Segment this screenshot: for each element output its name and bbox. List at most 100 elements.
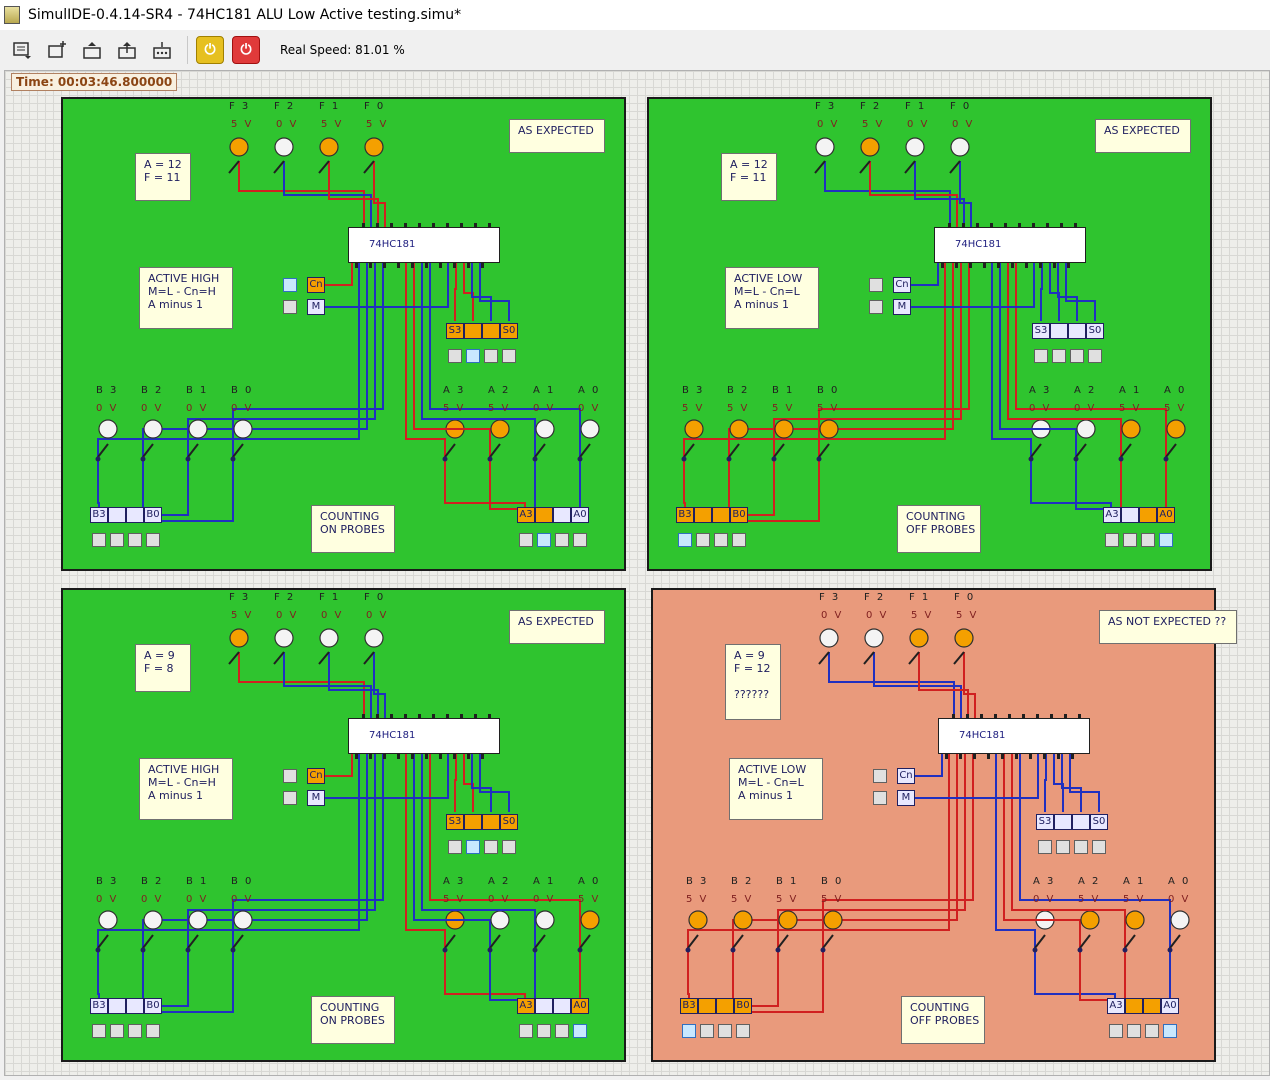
s-probe — [1088, 349, 1102, 363]
a-probe — [1141, 533, 1155, 547]
f-switch[interactable] — [319, 628, 339, 648]
a-label: A 3 — [1029, 385, 1052, 396]
chip-name: 74HC181 — [955, 239, 1002, 250]
chip-pin — [969, 263, 972, 268]
f-switch[interactable] — [909, 628, 929, 648]
chip-pin — [1046, 223, 1049, 228]
b-switch[interactable] — [778, 910, 798, 930]
circuit-menu-icon[interactable] — [9, 37, 35, 63]
chip-pin — [481, 754, 484, 759]
f-wire — [328, 652, 379, 718]
chip-pin — [945, 754, 948, 759]
f-switch[interactable] — [954, 628, 974, 648]
f-switch[interactable] — [950, 137, 970, 157]
chip-pin — [383, 263, 386, 268]
b-switch[interactable] — [188, 910, 208, 930]
b-switch[interactable] — [819, 419, 839, 439]
counting-note: COUNTING ON PROBES — [311, 996, 395, 1044]
f-voltage: 5 V — [231, 610, 254, 621]
a-switch[interactable] — [1125, 910, 1145, 930]
b-switch[interactable] — [233, 910, 253, 930]
b-wire — [142, 754, 368, 950]
f-switch[interactable] — [364, 628, 384, 648]
a-wire — [413, 263, 491, 459]
b-switch[interactable] — [98, 910, 118, 930]
open-file-icon[interactable] — [79, 37, 105, 63]
b-switch[interactable] — [188, 419, 208, 439]
real-speed-readout: Real Speed: 81.01 % — [280, 43, 405, 57]
a-switch[interactable] — [1170, 910, 1190, 930]
a-wire — [1015, 263, 1167, 459]
chip-pin — [1029, 754, 1032, 759]
a-label: A 2 — [488, 385, 511, 396]
alu-chip[interactable]: 74HC181 — [348, 714, 500, 759]
pause-button[interactable]: ⏻ — [196, 36, 224, 64]
f-voltage: 0 V — [821, 610, 844, 621]
b-switch[interactable] — [774, 419, 794, 439]
s-indicator — [1068, 323, 1086, 339]
a-wire — [1011, 754, 1126, 950]
b-wire — [97, 263, 360, 459]
f-wire — [373, 161, 386, 227]
f-label: F 3 — [815, 101, 837, 112]
f-switch[interactable] — [319, 137, 339, 157]
b-switch[interactable] — [143, 419, 163, 439]
alu-chip[interactable]: 74HC181 — [348, 223, 500, 268]
f-switch[interactable] — [274, 628, 294, 648]
f-switch[interactable] — [229, 137, 249, 157]
a-switch[interactable] — [490, 419, 510, 439]
b-wire — [232, 263, 384, 459]
a-switch[interactable] — [535, 910, 555, 930]
f-switch[interactable] — [815, 137, 835, 157]
a-label: A 1 — [1123, 876, 1146, 887]
counting-note: COUNTING OFF PROBES — [901, 996, 985, 1044]
a-probe — [537, 1024, 551, 1038]
s-indicator — [464, 814, 482, 830]
a-switch[interactable] — [490, 910, 510, 930]
b-switch[interactable] — [233, 419, 253, 439]
save-file-icon[interactable] — [114, 37, 140, 63]
f-switch[interactable] — [905, 137, 925, 157]
f-switch[interactable] — [860, 137, 880, 157]
s-probe — [466, 840, 480, 854]
a-switch[interactable] — [580, 419, 600, 439]
a-switch[interactable] — [1166, 419, 1186, 439]
b-switch[interactable] — [688, 910, 708, 930]
power-button[interactable]: ⏻ — [232, 36, 260, 64]
alu-chip[interactable]: 74HC181 — [938, 714, 1090, 759]
s-probe — [1056, 840, 1070, 854]
a-switch[interactable] — [535, 419, 555, 439]
f-switch[interactable] — [274, 137, 294, 157]
a-switch[interactable] — [1121, 419, 1141, 439]
b-switch[interactable] — [143, 910, 163, 930]
b-voltage: 0 V — [141, 894, 164, 905]
b-indicator — [126, 998, 144, 1014]
b-switch[interactable] — [729, 419, 749, 439]
chip-pin — [990, 223, 993, 228]
b-switch[interactable] — [98, 419, 118, 439]
f-switch[interactable] — [229, 628, 249, 648]
a-probe — [537, 533, 551, 547]
a-switch[interactable] — [1076, 419, 1096, 439]
b-switch[interactable] — [684, 419, 704, 439]
b-wire — [687, 754, 950, 950]
f-switch[interactable] — [864, 628, 884, 648]
f-switch[interactable] — [819, 628, 839, 648]
toolbar: ⏻ ⏻ Real Speed: 81.01 % — [0, 30, 1270, 70]
a-probe — [1127, 1024, 1141, 1038]
new-circuit-icon[interactable] — [44, 37, 70, 63]
alu-chip[interactable]: 74HC181 — [934, 223, 1086, 268]
b-switch[interactable] — [823, 910, 843, 930]
b-switch[interactable] — [733, 910, 753, 930]
settings-icon[interactable] — [149, 37, 175, 63]
chip-pin — [1064, 714, 1067, 719]
cn-indicator: Cn — [307, 768, 325, 784]
a-switch[interactable] — [580, 910, 600, 930]
a-indicator: A0 — [571, 998, 589, 1014]
f-switch[interactable] — [364, 137, 384, 157]
b-label: B 1 — [776, 876, 799, 887]
a-voltage: 5 V — [443, 894, 466, 905]
a-switch[interactable] — [1080, 910, 1100, 930]
